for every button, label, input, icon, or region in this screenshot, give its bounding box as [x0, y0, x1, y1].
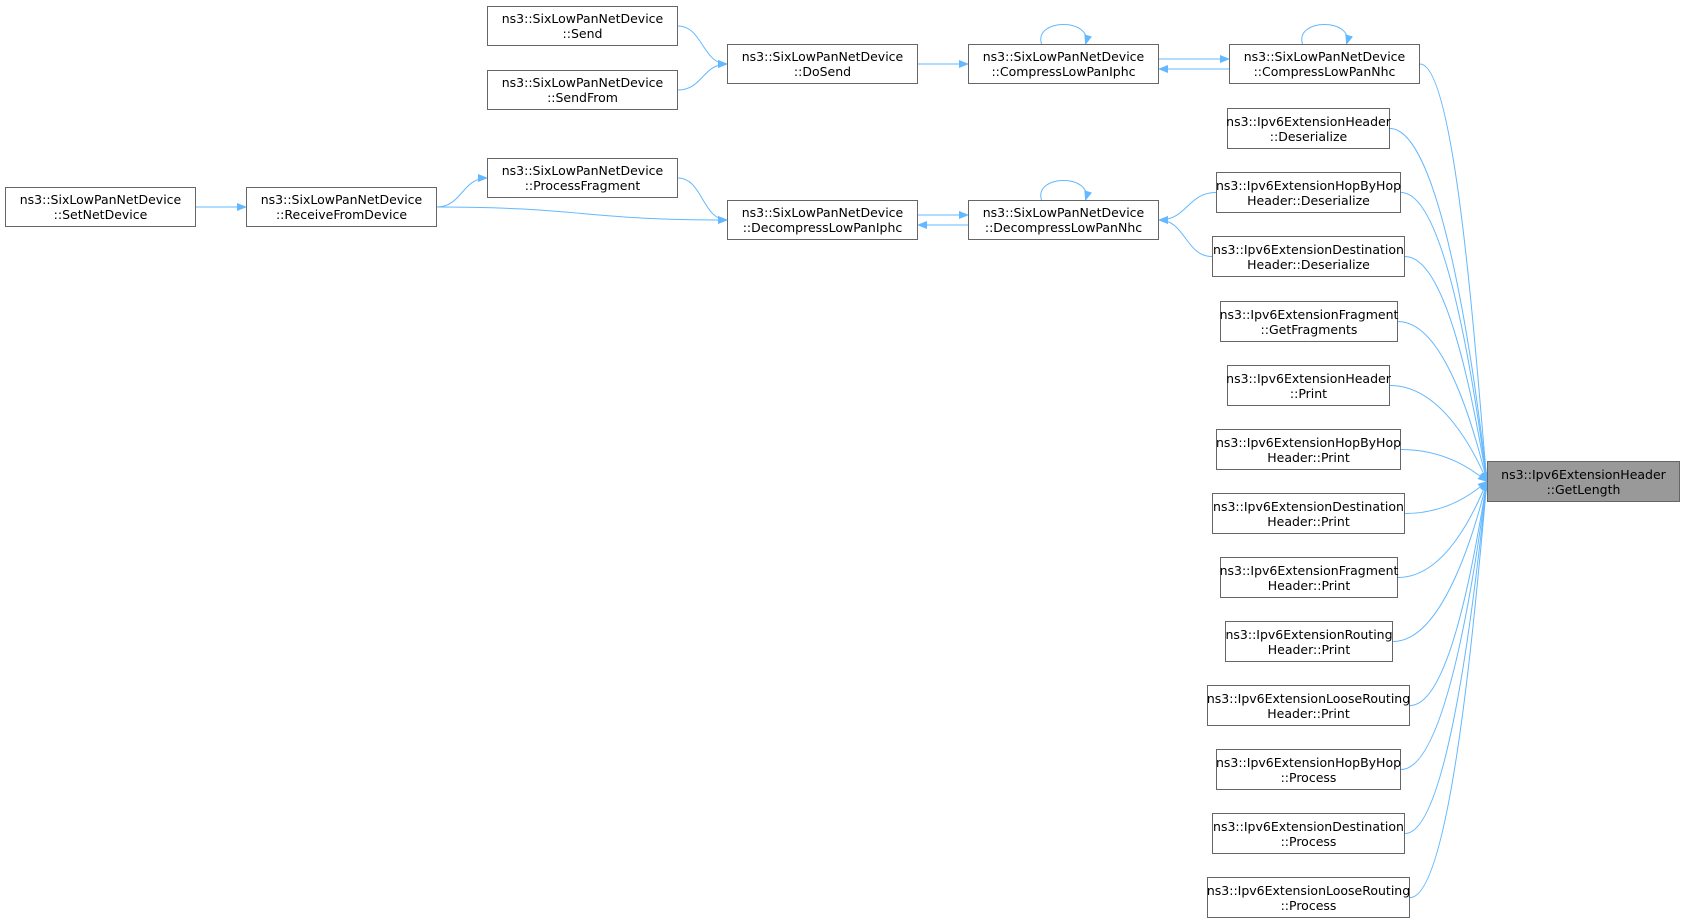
node-hopbyhop-header-print[interactable]: ns3::Ipv6ExtensionHopByHop Header::Print [1216, 429, 1401, 470]
edge-send-to-do-send [677, 25, 728, 68]
node-send-from[interactable]: ns3::SixLowPanNetDevice ::SendFrom [487, 70, 678, 110]
edge-loose-routing-process-to-get-length [1409, 480, 1491, 898]
edge-compress-iphc-to-compress-iphc [1040, 24, 1092, 45]
edge-routing-header-print-to-get-length [1392, 480, 1489, 642]
edge-destination-process-to-get-length [1404, 480, 1490, 834]
node-hopbyhop-process[interactable]: ns3::Ipv6ExtensionHopByHop ::Process [1216, 749, 1401, 790]
node-decompress-low-pan-iphc[interactable]: ns3::SixLowPanNetDevice ::DecompressLowP… [727, 200, 918, 240]
edge-destination-header-deserialize-to-decompress-nhc [1158, 216, 1213, 257]
node-do-send[interactable]: ns3::SixLowPanNetDevice ::DoSend [727, 44, 918, 84]
node-destination-process[interactable]: ns3::Ipv6ExtensionDestination ::Process [1212, 813, 1405, 854]
node-set-net-device[interactable]: ns3::SixLowPanNetDevice ::SetNetDevice [5, 187, 196, 227]
node-compress-low-pan-iphc[interactable]: ns3::SixLowPanNetDevice ::CompressLowPan… [968, 44, 1159, 84]
edge-compress-nhc-to-compress-nhc [1301, 24, 1353, 45]
node-fragment-get-fragments[interactable]: ns3::Ipv6ExtensionFragment ::GetFragment… [1220, 301, 1398, 342]
node-destination-header-print[interactable]: ns3::Ipv6ExtensionDestination Header::Pr… [1212, 493, 1405, 534]
edge-hopbyhop-header-deserialize-to-decompress-nhc [1158, 192, 1217, 224]
node-loose-routing-process[interactable]: ns3::Ipv6ExtensionLooseRouting ::Process [1207, 877, 1410, 918]
edge-hopbyhop-header-deserialize-to-get-length [1400, 192, 1490, 483]
node-hopbyhop-header-deserialize[interactable]: ns3::Ipv6ExtensionHopByHop Header::Deser… [1216, 172, 1401, 213]
node-loose-routing-header-print[interactable]: ns3::Ipv6ExtensionLooseRouting Header::P… [1207, 685, 1410, 726]
node-routing-header-print[interactable]: ns3::Ipv6ExtensionRouting Header::Print [1225, 621, 1393, 662]
node-receive-from-device[interactable]: ns3::SixLowPanNetDevice ::ReceiveFromDev… [246, 187, 437, 227]
edge-process-fragment-to-decompress-iphc [677, 177, 728, 224]
node-destination-header-deserialize[interactable]: ns3::Ipv6ExtensionDestination Header::De… [1212, 236, 1405, 277]
edge-receive-from-device-to-decompress-iphc [436, 206, 728, 224]
edge-fragment-get-fragments-to-get-length [1397, 321, 1489, 483]
edge-receive-from-device-to-process-fragment [436, 174, 488, 208]
node-compress-low-pan-nhc[interactable]: ns3::SixLowPanNetDevice ::CompressLowPan… [1229, 44, 1420, 84]
edge-ext-header-deserialize-to-get-length [1389, 128, 1490, 483]
edge-hopbyhop-header-print-to-get-length [1400, 449, 1488, 483]
node-get-length: ns3::Ipv6ExtensionHeader ::GetLength [1487, 461, 1680, 502]
edge-ext-header-print-to-get-length [1389, 385, 1488, 483]
node-decompress-low-pan-nhc[interactable]: ns3::SixLowPanNetDevice ::DecompressLowP… [968, 200, 1159, 240]
edge-loose-routing-header-print-to-get-length [1409, 480, 1490, 706]
edge-decompress-nhc-to-decompress-nhc [1040, 180, 1092, 201]
edge-send-from-to-do-send [677, 60, 728, 91]
node-ext-header-print[interactable]: ns3::Ipv6ExtensionHeader ::Print [1226, 365, 1391, 406]
node-process-fragment[interactable]: ns3::SixLowPanNetDevice ::ProcessFragmen… [487, 158, 678, 198]
edge-compress-nhc-to-get-length [1419, 63, 1491, 483]
node-fragment-header-print[interactable]: ns3::Ipv6ExtensionFragment Header::Print [1220, 557, 1398, 598]
edge-hopbyhop-process-to-get-length [1400, 480, 1490, 770]
edge-fragment-header-print-to-get-length [1397, 480, 1488, 578]
edge-destination-header-deserialize-to-get-length [1404, 256, 1490, 483]
node-ext-header-deserialize[interactable]: ns3::Ipv6ExtensionHeader ::Deserialize [1226, 108, 1391, 149]
node-send[interactable]: ns3::SixLowPanNetDevice ::Send [487, 6, 678, 46]
